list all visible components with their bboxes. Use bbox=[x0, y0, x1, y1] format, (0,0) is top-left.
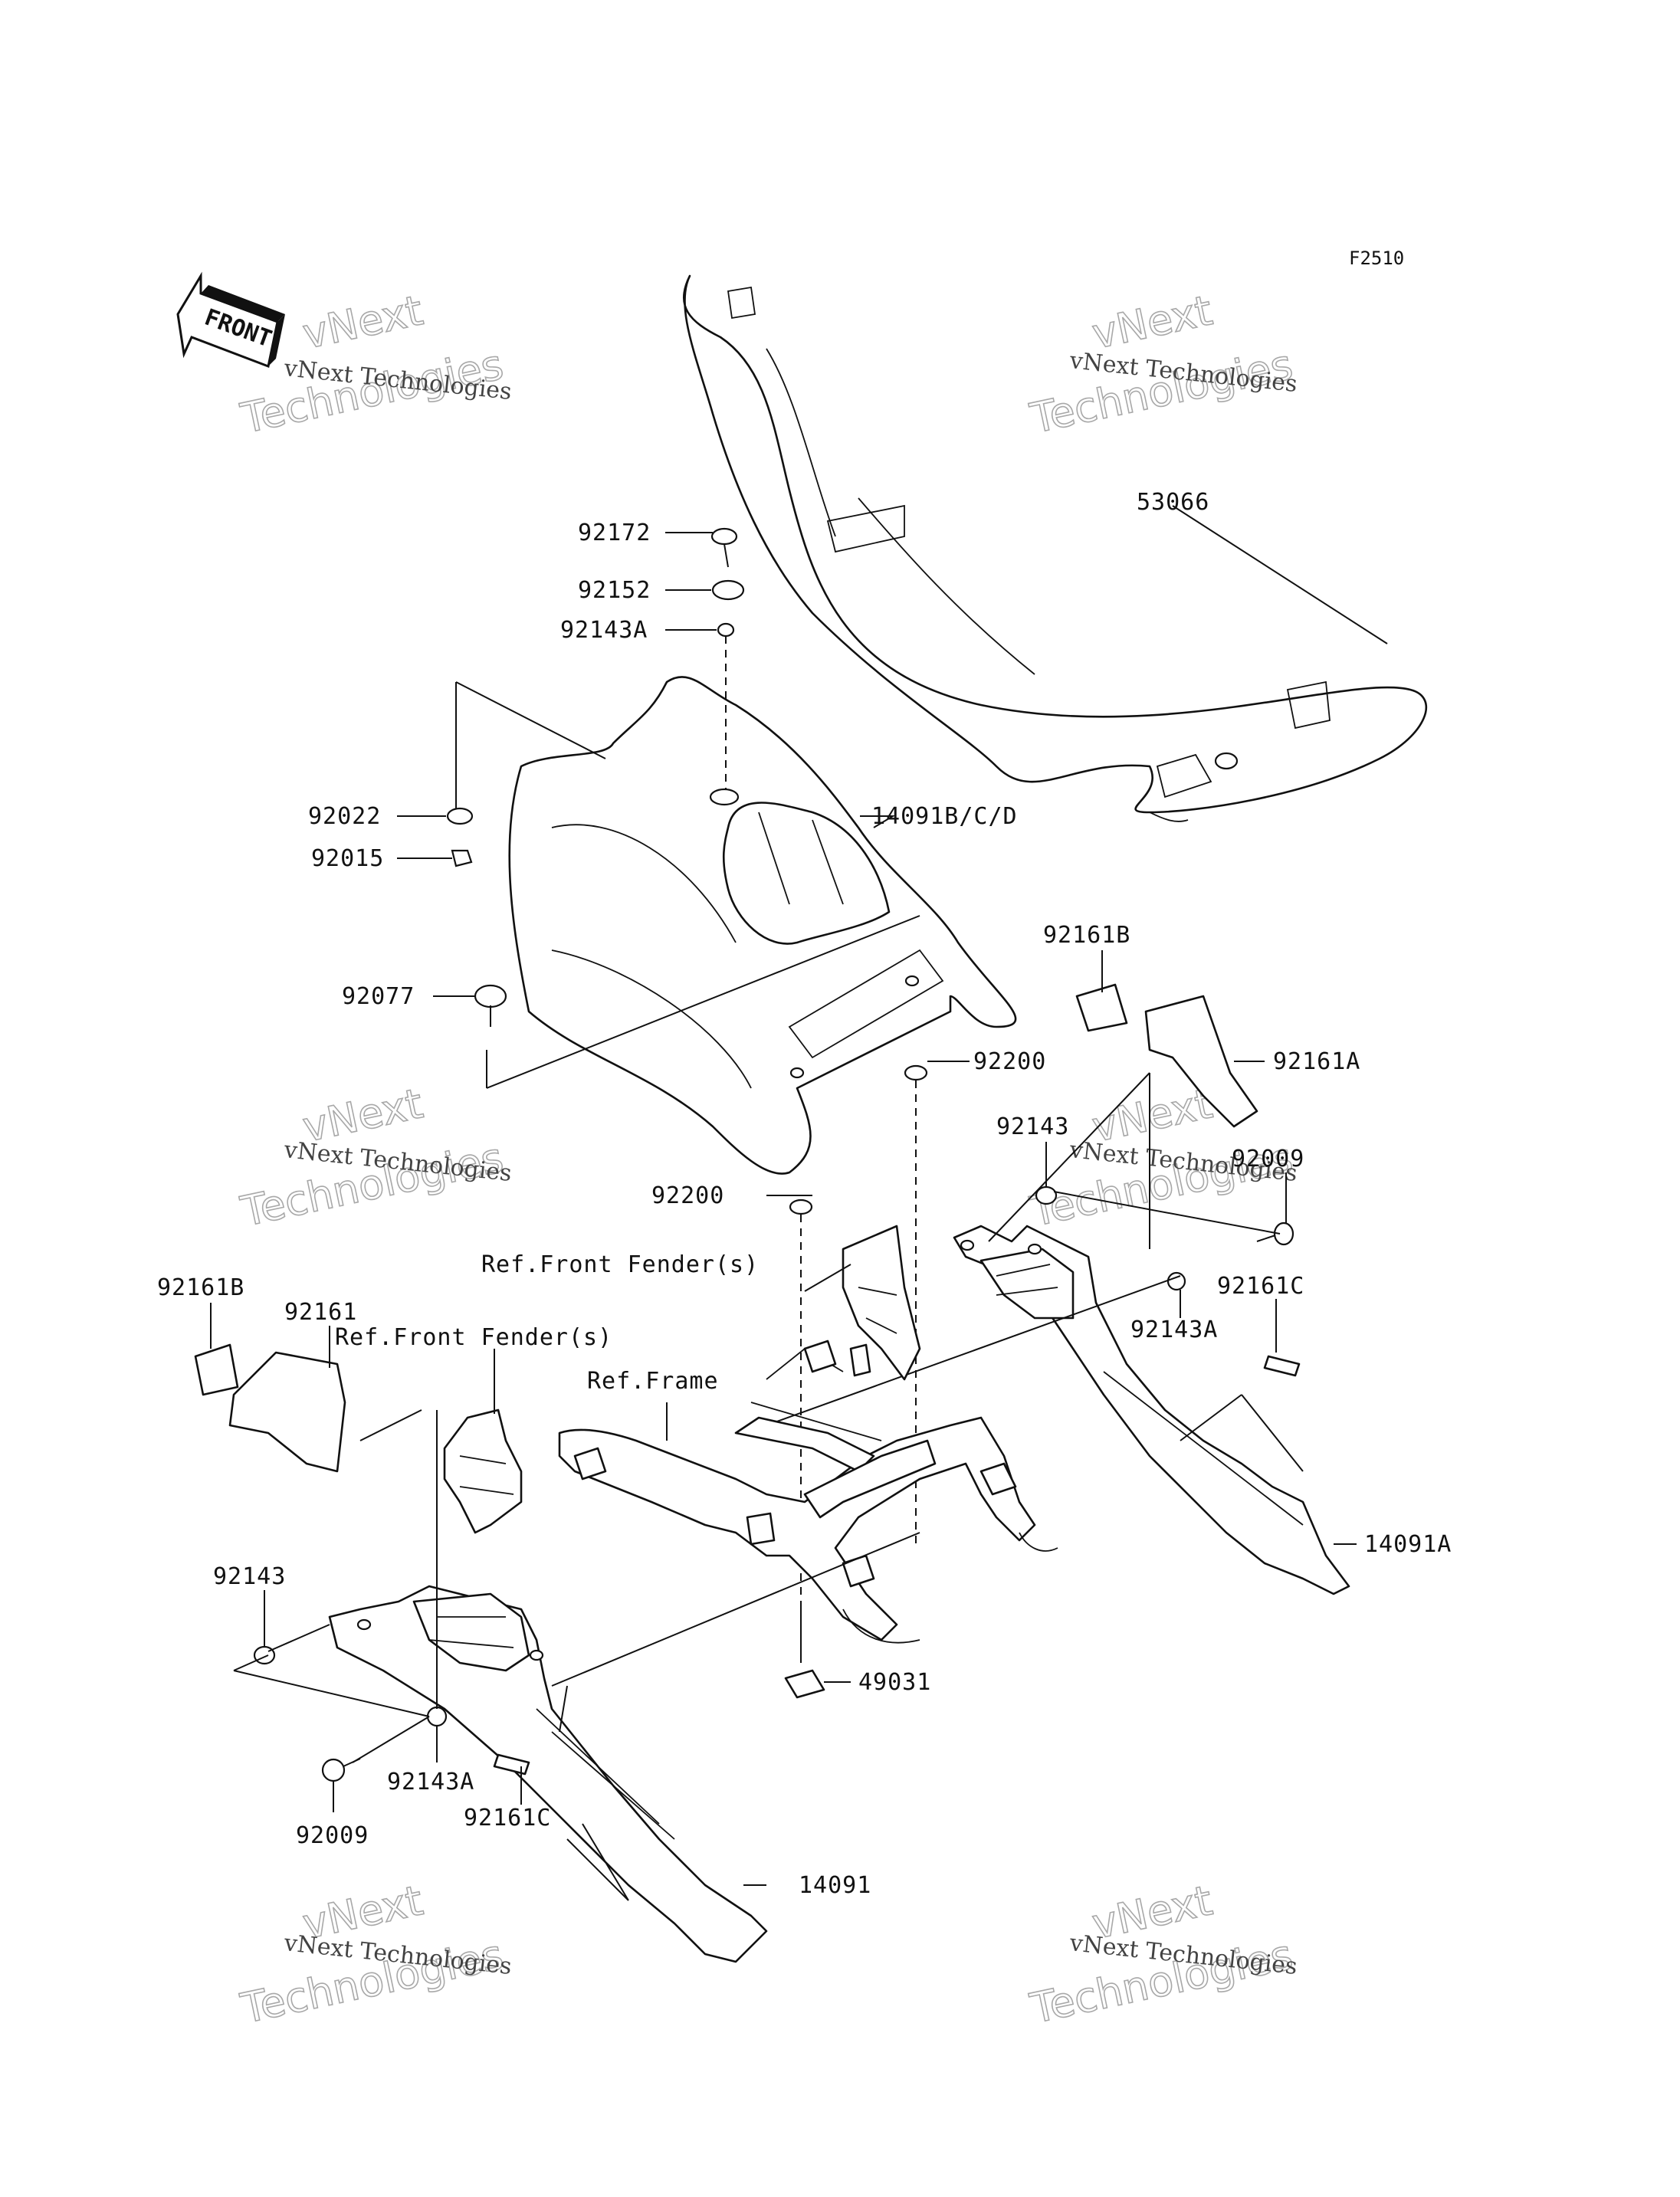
side-cover-14091A-part bbox=[953, 1225, 1350, 1595]
nut-49031 bbox=[784, 1669, 825, 1699]
label-92161B-right: 92161B bbox=[1043, 922, 1130, 949]
ref-front-fender-2: Ref.Front Fender(s) bbox=[335, 1324, 612, 1351]
nut-92015 bbox=[451, 849, 473, 867]
label-92143A-top: 92143A bbox=[560, 617, 648, 644]
label-92022: 92022 bbox=[308, 803, 381, 830]
watermark-bottom-right: vNext Technologies vNext Technologies bbox=[1025, 1875, 1298, 2033]
label-92143A-left: 92143A bbox=[387, 1769, 474, 1795]
watermark-bottom-left: vNext Technologies vNext Technologies bbox=[236, 1875, 513, 2033]
washer-92022 bbox=[446, 807, 474, 825]
label-92161: 92161 bbox=[284, 1299, 357, 1326]
ref-front-fender-1: Ref.Front Fender(s) bbox=[481, 1251, 759, 1278]
pad-92161 bbox=[228, 1351, 346, 1473]
svg-text:vNext: vNext bbox=[1088, 286, 1216, 358]
label-92200-upper: 92200 bbox=[973, 1048, 1046, 1075]
label-92161C-left: 92161C bbox=[464, 1805, 551, 1831]
watermark-top-right: vNext Technologies vNext Technologies bbox=[1025, 285, 1298, 443]
watermark-mid-left: vNext Technologies vNext Technologies bbox=[236, 1078, 513, 1236]
label-92009-right: 92009 bbox=[1232, 1146, 1304, 1172]
label-92161C-right: 92161C bbox=[1217, 1273, 1304, 1300]
front-arrow-icon: FRONT bbox=[176, 271, 285, 369]
label-92143A-right: 92143A bbox=[1130, 1317, 1218, 1343]
label-92143-right: 92143 bbox=[996, 1113, 1069, 1140]
label-92161A: 92161A bbox=[1273, 1048, 1360, 1075]
label-92172: 92172 bbox=[578, 520, 651, 546]
label-14091: 14091 bbox=[799, 1872, 871, 1899]
label-49031: 49031 bbox=[858, 1669, 931, 1696]
front-fender-ref-left bbox=[443, 1408, 523, 1534]
collar-92143A-right bbox=[1166, 1271, 1186, 1291]
grommet-92200-upper bbox=[904, 1064, 928, 1081]
pad-92161B-left bbox=[194, 1343, 239, 1396]
grommet-92200-lower bbox=[789, 1199, 813, 1215]
pad-92161C-left bbox=[493, 1753, 530, 1776]
watermark-top-left: vNext Technologies vNext Technologies bbox=[236, 285, 513, 443]
svg-text:vNext: vNext bbox=[299, 286, 427, 358]
label-92015: 92015 bbox=[311, 845, 384, 872]
ref-frame: Ref.Frame bbox=[587, 1368, 719, 1395]
clip-92077 bbox=[474, 984, 507, 1027]
washer-92152 bbox=[711, 579, 745, 601]
label-92143-left: 92143 bbox=[213, 1563, 286, 1590]
collar-92143A-left bbox=[426, 1706, 448, 1727]
front-fender-ref-center bbox=[842, 1225, 921, 1381]
pad-92161A bbox=[1144, 995, 1258, 1128]
leader-lines bbox=[210, 532, 1357, 1886]
bolt-92009-right bbox=[1256, 1221, 1294, 1246]
collar-92143A-top bbox=[717, 622, 735, 638]
watermark-mid-right: vNext Technologies vNext Technologies bbox=[1025, 1078, 1298, 1236]
label-92077: 92077 bbox=[342, 983, 415, 1010]
side-cover-14091-part bbox=[328, 1585, 768, 1963]
collar-92143-right bbox=[1035, 1185, 1058, 1205]
label-92161B-left: 92161B bbox=[157, 1274, 244, 1301]
label-14091BCD: 14091B/C/D bbox=[871, 803, 1018, 830]
label-92200-lower: 92200 bbox=[651, 1182, 724, 1209]
pad-92161C-right bbox=[1263, 1355, 1301, 1377]
seat-part bbox=[682, 274, 1427, 822]
front-fender-cover-part bbox=[508, 676, 1017, 1175]
figure-code: F2510 bbox=[1349, 248, 1404, 269]
label-53066: 53066 bbox=[1137, 489, 1209, 516]
frame-ref bbox=[558, 1340, 1058, 1644]
label-92152: 92152 bbox=[578, 577, 651, 604]
label-92009-left: 92009 bbox=[296, 1822, 369, 1849]
label-14091A: 14091A bbox=[1364, 1531, 1452, 1558]
screw-92172 bbox=[710, 527, 738, 568]
